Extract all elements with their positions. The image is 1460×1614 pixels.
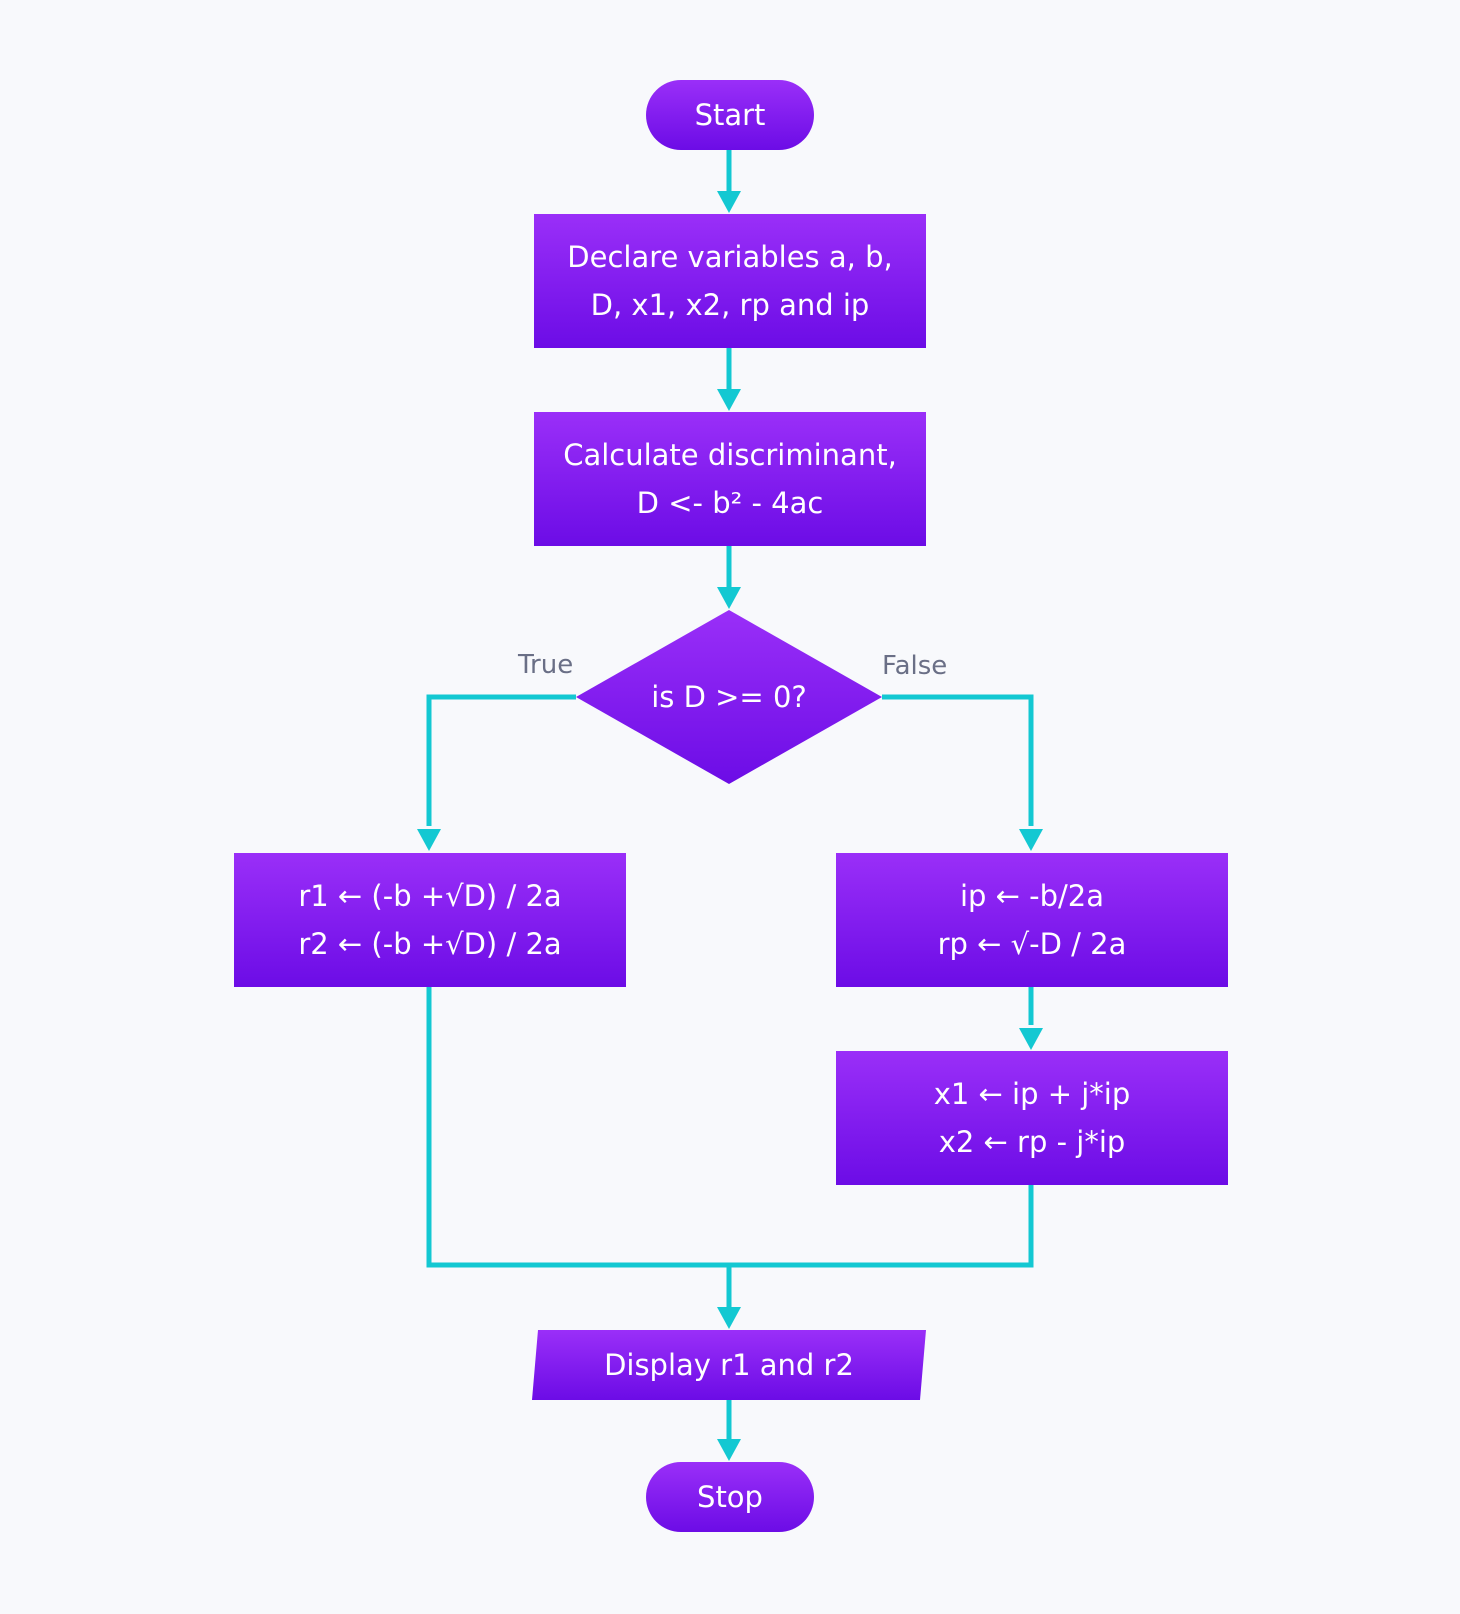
false-branch-1-line-1: ip ← -b/2a [959, 879, 1105, 913]
arrowhead-stop [717, 1439, 741, 1461]
true-branch-line-1: r1 ← (-b +√D) / 2a [298, 879, 562, 913]
declare-line-2: D, x1, x2, rp and ip [590, 288, 870, 322]
connector-false-merge [729, 1184, 1034, 1268]
decision-shape [576, 610, 882, 784]
arrowhead-display [717, 1307, 741, 1329]
arrowhead-calculate [717, 389, 741, 411]
arrowhead-decision [717, 587, 741, 609]
display-label: Display r1 and r2 [604, 1348, 854, 1382]
calculate-discriminant-process: Calculate discriminant, D <- b² - 4ac [534, 412, 926, 546]
arrowhead-true-branch [417, 829, 441, 851]
connector-decision-false [882, 694, 1034, 826]
false-branch-1-line-2: rp ← √-D / 2a [937, 927, 1127, 961]
calculate-line-2: D <- b² - 4ac [636, 486, 824, 520]
decision-diamond: is D >= 0? [576, 610, 882, 784]
connector-true-merge [426, 986, 729, 1268]
arrowhead-false-branch [1019, 829, 1043, 851]
start-terminal: Start [646, 80, 814, 150]
stop-label: Stop [697, 1480, 763, 1514]
declare-line-1: Declare variables a, b, [567, 240, 893, 274]
calculate-line-1: Calculate discriminant, [563, 438, 897, 472]
stop-terminal: Stop [646, 1462, 814, 1532]
decision-label: is D >= 0? [651, 680, 807, 714]
false-branch-process-2: x1 ← ip + j*ip x2 ← rp - j*ip [836, 1051, 1228, 1185]
start-label: Start [694, 98, 766, 132]
false-label: False [882, 651, 948, 681]
arrowhead-declare [717, 191, 741, 213]
display-output: Display r1 and r2 [532, 1330, 926, 1400]
false-branch-process-1: ip ← -b/2a rp ← √-D / 2a [836, 853, 1228, 987]
false-branch-2-line-1: x1 ← ip + j*ip [933, 1077, 1131, 1111]
true-label: True [518, 650, 574, 680]
declare-variables-process: Declare variables a, b, D, x1, x2, rp an… [534, 214, 926, 348]
connector-decision-true [426, 694, 576, 826]
true-branch-line-2: r2 ← (-b +√D) / 2a [298, 927, 562, 961]
false-branch-2-line-2: x2 ← rp - j*ip [938, 1125, 1126, 1159]
display-shape [532, 1330, 926, 1400]
arrowhead-false-branch-2 [1019, 1028, 1043, 1050]
true-branch-process: r1 ← (-b +√D) / 2a r2 ← (-b +√D) / 2a [234, 853, 626, 987]
